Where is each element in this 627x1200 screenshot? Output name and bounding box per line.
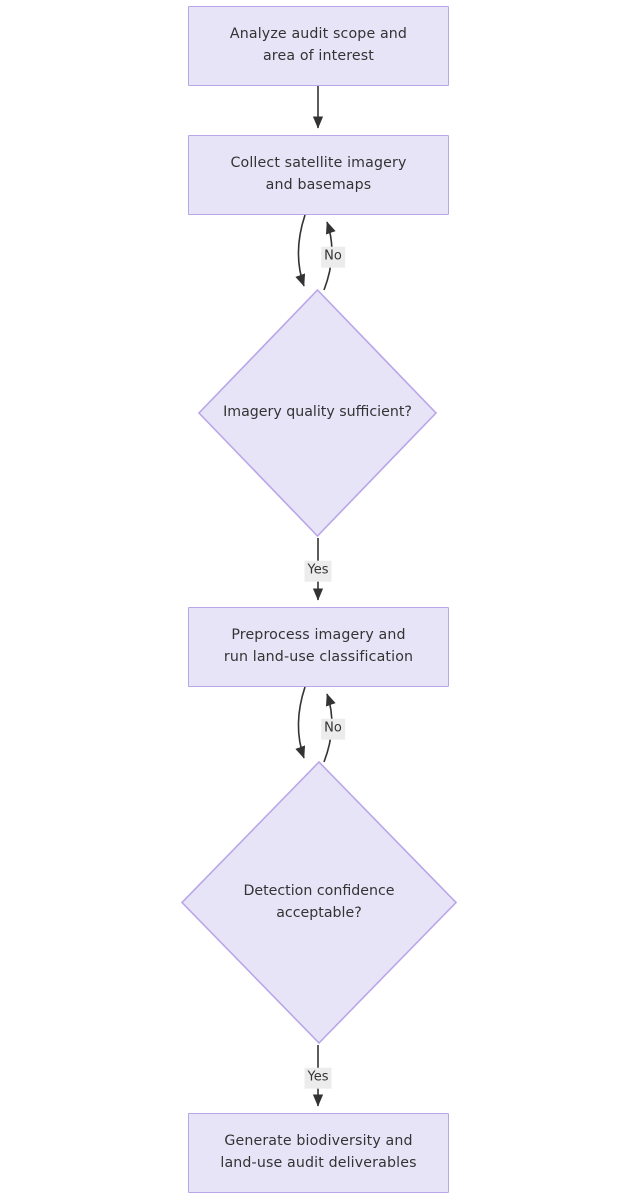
edge-label-detection-no: No xyxy=(321,718,345,740)
edge-label-imagery-quality-yes: Yes xyxy=(304,560,332,582)
imagery-quality-diamond-shape xyxy=(197,288,438,538)
node-collect-imagery-label: Collect satellite imagery and basemaps xyxy=(230,155,407,193)
edge-label-imagery-quality-no: No xyxy=(321,246,345,268)
edge-label-detection-yes: Yes xyxy=(304,1067,332,1089)
detection-confidence-diamond-shape xyxy=(180,760,458,1045)
edge-collect-to-imagery-quality xyxy=(295,214,306,287)
edge-preprocess-to-detection xyxy=(295,686,306,759)
node-preprocess-classify[interactable]: Preprocess imagery and run land-use clas… xyxy=(188,607,449,687)
node-generate-deliverables[interactable]: Generate biodiversity and land-use audit… xyxy=(188,1113,449,1193)
node-preprocess-classify-label: Preprocess imagery and run land-use clas… xyxy=(223,627,414,665)
node-imagery-quality[interactable]: Imagery quality sufficient? xyxy=(197,288,438,538)
node-collect-imagery[interactable]: Collect satellite imagery and basemaps xyxy=(188,135,449,215)
node-generate-deliverables-label: Generate biodiversity and land-use audit… xyxy=(220,1133,417,1171)
node-analyze-scope-label: Analyze audit scope and area of interest xyxy=(229,26,408,64)
node-analyze-scope[interactable]: Analyze audit scope and area of interest xyxy=(188,6,449,86)
node-detection-confidence[interactable]: Detection confidence acceptable? xyxy=(180,760,458,1045)
